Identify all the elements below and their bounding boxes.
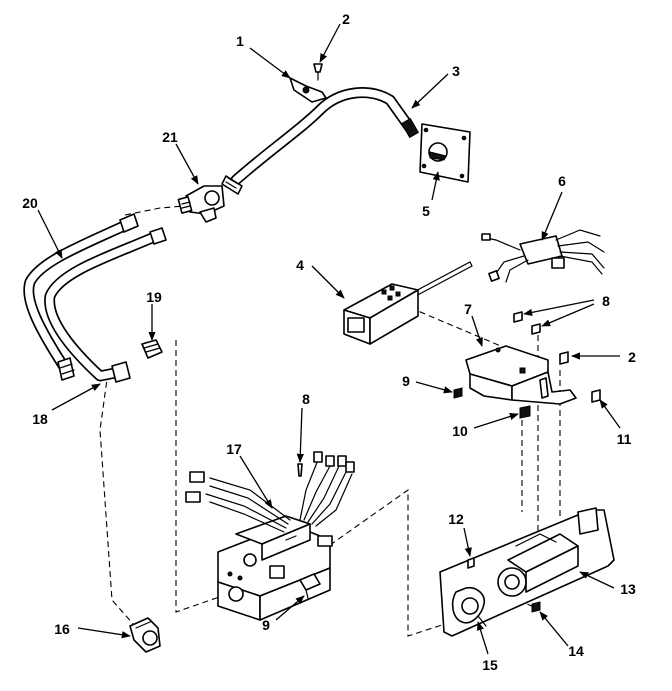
burner-tube <box>221 87 420 195</box>
orifice-fitting <box>141 339 163 359</box>
callout-8-upper: 8 <box>602 293 610 309</box>
burner-housing <box>439 507 615 637</box>
callout-2: 2 <box>342 11 350 27</box>
tube-clamp <box>289 77 327 103</box>
callout-9-lower: 9 <box>262 617 270 633</box>
igniter <box>343 261 473 345</box>
valve-wiring <box>185 451 355 533</box>
callout-labels: 1 2 3 4 5 6 7 8 2 9 10 11 8 17 12 13 9 1… <box>22 11 636 673</box>
callout-1: 1 <box>236 33 244 49</box>
callout-17: 17 <box>226 441 242 457</box>
callout-12: 12 <box>448 511 464 527</box>
callout-2-right: 2 <box>628 349 636 365</box>
gas-valve-body <box>217 515 333 621</box>
mounting-plate <box>419 123 471 183</box>
callout-21: 21 <box>162 129 178 145</box>
callout-14: 14 <box>568 643 584 659</box>
callout-19: 19 <box>146 289 162 305</box>
callout-10: 10 <box>452 423 468 439</box>
callout-6: 6 <box>558 173 566 189</box>
hardware-screws <box>453 311 601 419</box>
gas-tube-assembly <box>23 213 167 383</box>
callout-8-lower: 8 <box>302 391 310 407</box>
callout-11: 11 <box>617 431 632 447</box>
elbow-fitting <box>129 617 161 653</box>
callout-20: 20 <box>22 195 38 211</box>
callout-7: 7 <box>464 301 472 317</box>
callout-15: 15 <box>482 657 498 673</box>
callout-13: 13 <box>620 581 636 597</box>
callout-16: 16 <box>54 621 70 637</box>
leader-lines <box>37 23 621 655</box>
gas-valve-fitting <box>177 185 225 223</box>
callout-9-upper: 9 <box>402 373 410 389</box>
switch <box>481 229 605 283</box>
igniter-bracket <box>465 345 577 405</box>
screw-top <box>313 63 323 81</box>
callout-18: 18 <box>32 411 48 427</box>
valve-clip <box>299 573 321 599</box>
callout-4: 4 <box>296 257 304 273</box>
callout-3: 3 <box>452 63 460 79</box>
callout-5: 5 <box>422 203 430 219</box>
